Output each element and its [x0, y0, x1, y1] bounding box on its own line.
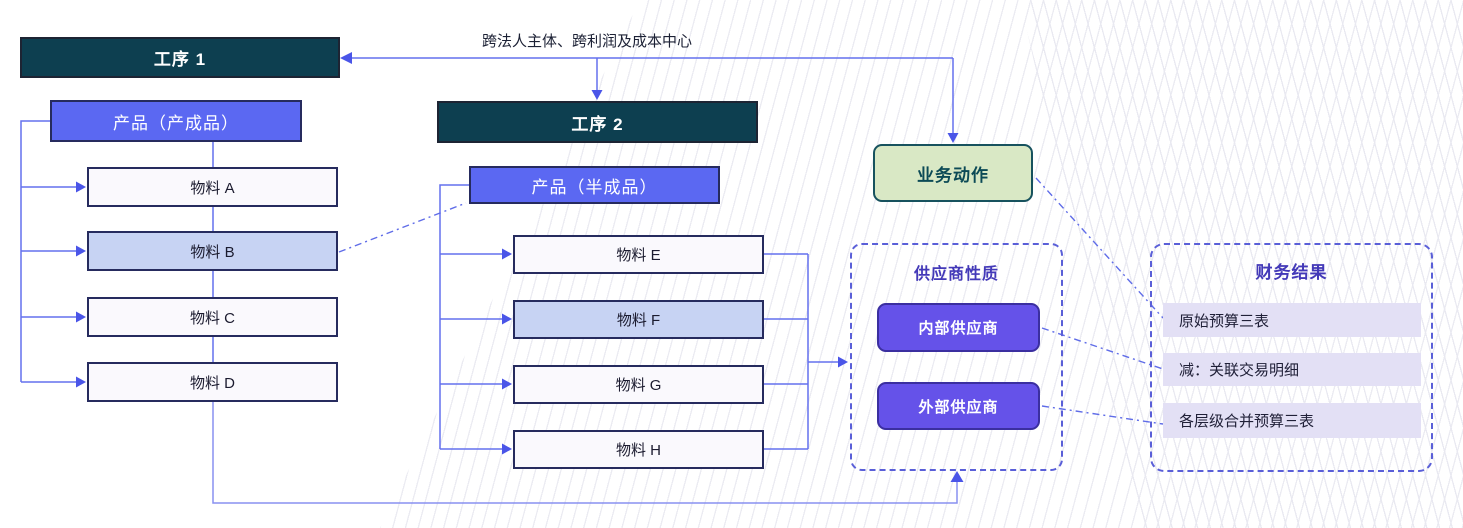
arrowhead-process1	[340, 52, 352, 64]
material-a-box: 物料 A	[87, 167, 338, 207]
material-g-box: 物料 G	[513, 365, 764, 404]
arrowhead-material-a	[76, 181, 86, 193]
cross-entity-label: 跨法人主体、跨利润及成本中心	[481, 33, 692, 50]
product-finished-box: 产品（产成品）	[50, 100, 302, 142]
edge-materials-to-supplier	[764, 253, 841, 450]
edge-product2-to-materials	[439, 184, 505, 450]
supplier-group-title: 供应商性质	[913, 266, 999, 283]
finance-bar-original-budget: 原始预算三表	[1163, 303, 1421, 337]
arrowhead-process2	[591, 90, 603, 100]
material-e-box: 物料 E	[513, 235, 764, 274]
arrowhead-material-b	[76, 245, 86, 257]
edge-product1-to-materials	[20, 120, 79, 383]
material-f-box: 物料 F	[513, 300, 764, 339]
material-d-box: 物料 D	[87, 362, 338, 402]
edge-materialB-to-product2-dashed	[338, 202, 467, 253]
finance-group-title: 财务结果	[1255, 263, 1328, 282]
material-b-box: 物料 B	[87, 231, 338, 271]
arrowhead-material-d	[76, 376, 86, 388]
arrowhead-material-g	[502, 378, 512, 390]
product-semifinished-box: 产品（半成品）	[469, 166, 720, 204]
arrowhead-material-f	[502, 313, 512, 325]
material-h-box: 物料 H	[513, 430, 764, 469]
external-supplier-box: 外部供应商	[877, 382, 1040, 430]
material-c-box: 物料 C	[87, 297, 338, 337]
finance-bar-consolidated-budget: 各层级合并预算三表	[1163, 403, 1421, 438]
process2-box: 工序 2	[437, 101, 758, 143]
internal-supplier-box: 内部供应商	[877, 303, 1040, 352]
arrowhead-business-action	[947, 133, 959, 143]
finance-bar-minus-related-transactions: 减：关联交易明细	[1163, 353, 1421, 386]
business-action-box: 业务动作	[873, 144, 1033, 202]
arrowhead-material-c	[76, 311, 86, 323]
arrowhead-supplier-bottom	[950, 471, 964, 482]
arrowhead-material-h	[502, 443, 512, 455]
arrowhead-supplier-left	[838, 356, 848, 368]
arrowhead-material-e	[502, 248, 512, 260]
process1-box: 工序 1	[20, 37, 340, 78]
